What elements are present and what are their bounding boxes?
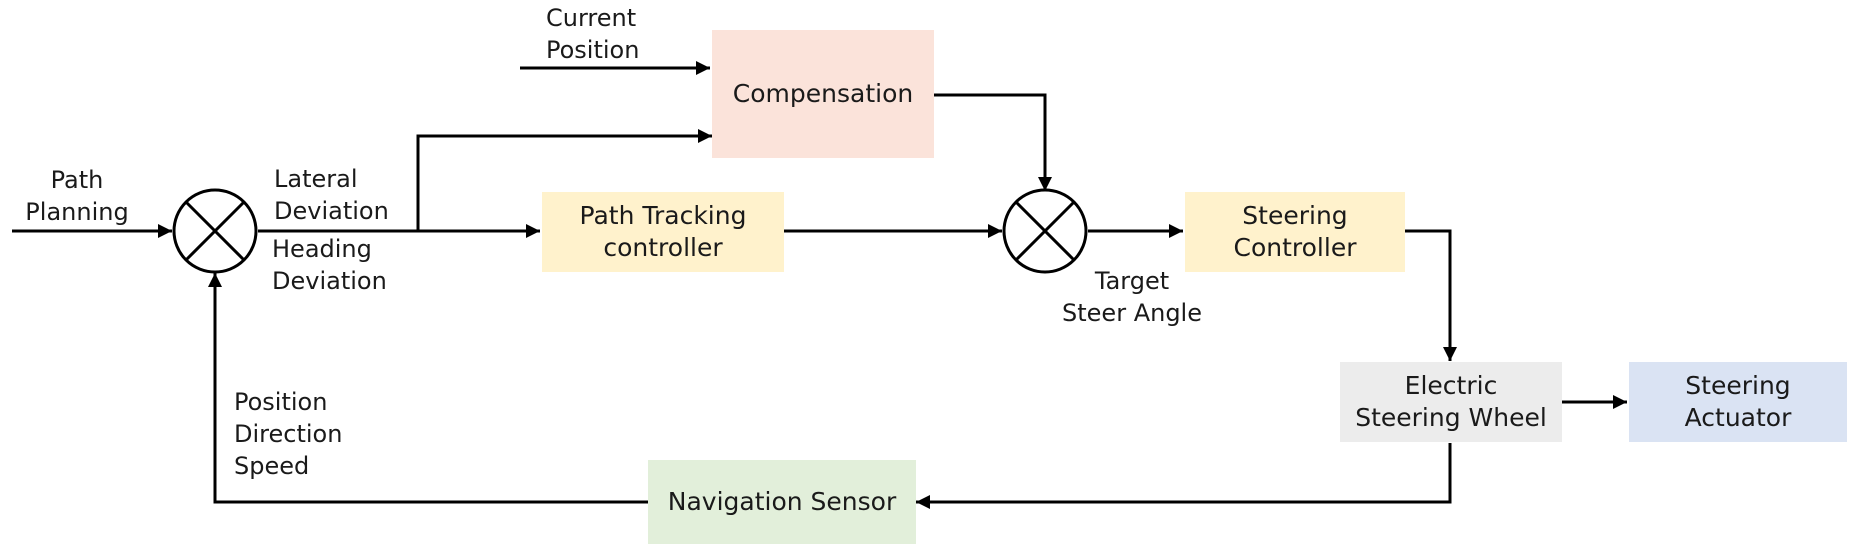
summing-junction-1 <box>172 188 258 274</box>
heading-deviation-label: Heading Deviation <box>272 235 387 295</box>
summing-junction-2 <box>1002 188 1088 274</box>
path-tracking-controller-block: Path Tracking controller <box>542 192 784 272</box>
feedback-arrow <box>208 273 648 504</box>
controller-to-wheel-arrow <box>1405 229 1457 361</box>
branch-to-compensation-arrow <box>416 129 712 231</box>
electric-steering-wheel-block: Electric Steering Wheel <box>1340 362 1562 442</box>
current-position-label: Current Position <box>546 4 640 64</box>
wheel-to-sensor-arrow <box>916 443 1452 509</box>
lateral-deviation-label: Lateral Deviation <box>274 165 389 225</box>
position-direction-speed-label: Position Direction Speed <box>234 388 343 480</box>
path-planning-label: Path Planning <box>25 166 129 226</box>
target-steer-angle-label: Target Steer Angle <box>1062 267 1202 327</box>
compensation-block: Compensation <box>712 30 934 158</box>
navigation-sensor-block: Navigation Sensor <box>648 460 916 544</box>
compensation-out-arrow <box>934 93 1052 191</box>
steering-controller-block: Steering Controller <box>1185 192 1405 272</box>
steering-actuator-block: Steering Actuator <box>1629 362 1847 442</box>
